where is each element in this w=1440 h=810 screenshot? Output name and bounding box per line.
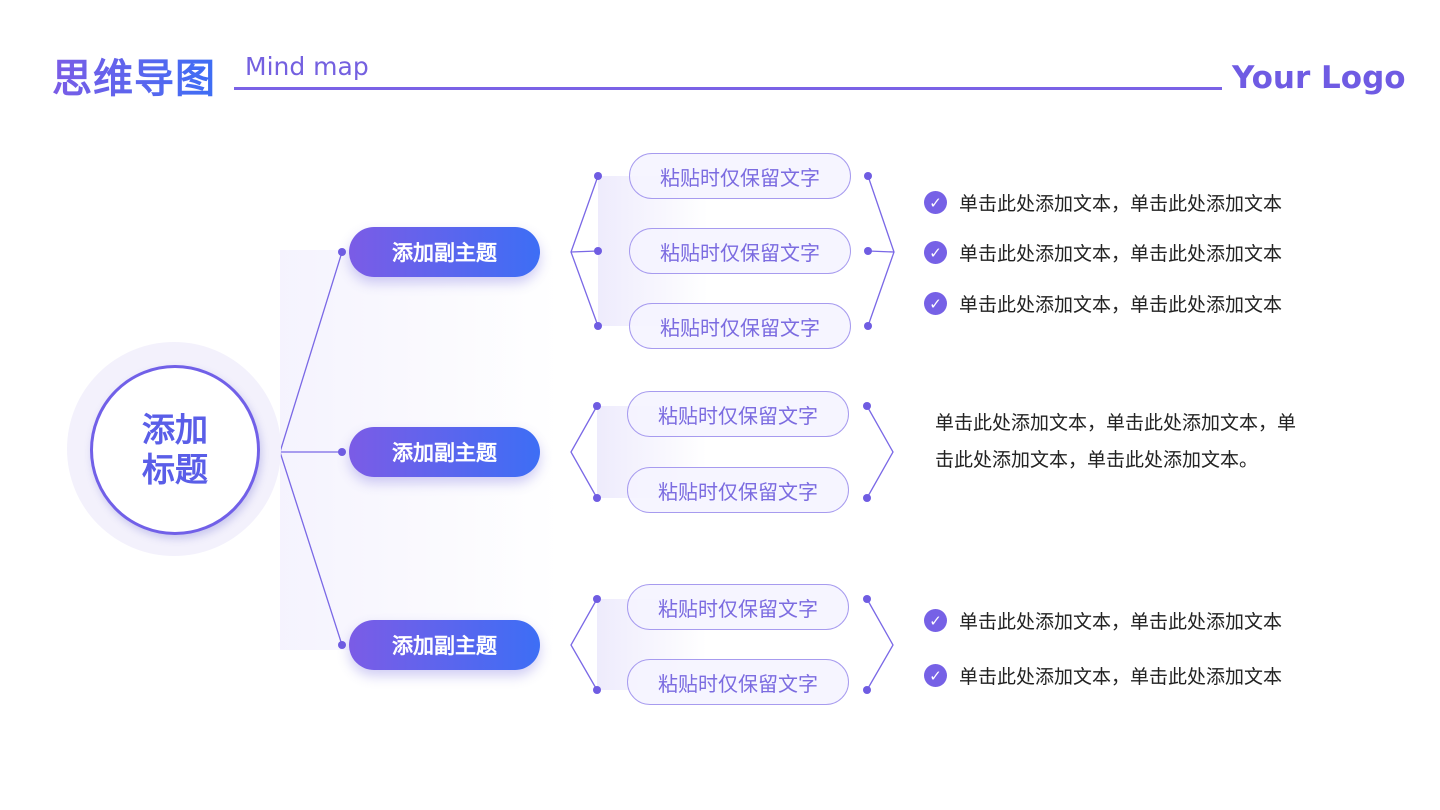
- branch-item[interactable]: 粘贴时仅保留文字: [629, 228, 851, 274]
- branch-item[interactable]: 粘贴时仅保留文字: [627, 467, 849, 513]
- subtopic-3[interactable]: 添加副主题: [349, 620, 540, 670]
- subtopic-1[interactable]: 添加副主题: [349, 227, 540, 277]
- center-node[interactable]: 添加标题: [90, 365, 260, 535]
- branch-item[interactable]: 粘贴时仅保留文字: [629, 303, 851, 349]
- detail-item: ✓单击此处添加文本，单击此处添加文本: [924, 607, 1282, 634]
- check-icon: ✓: [924, 292, 947, 315]
- check-icon: ✓: [924, 664, 947, 687]
- check-icon: ✓: [924, 609, 947, 632]
- detail-item: ✓单击此处添加文本，单击此处添加文本: [924, 189, 1282, 216]
- subtopic-2[interactable]: 添加副主题: [349, 427, 540, 477]
- header-divider: [234, 87, 1222, 90]
- page-title: 思维导图: [52, 46, 216, 104]
- branch-item[interactable]: 粘贴时仅保留文字: [627, 391, 849, 437]
- page-subtitle: Mind map: [245, 52, 369, 81]
- branch-item[interactable]: 粘贴时仅保留文字: [627, 584, 849, 630]
- branch-item[interactable]: 粘贴时仅保留文字: [627, 659, 849, 705]
- detail-item: ✓单击此处添加文本，单击此处添加文本: [924, 239, 1282, 266]
- detail-item: ✓单击此处添加文本，单击此处添加文本: [924, 662, 1282, 689]
- check-icon: ✓: [924, 241, 947, 264]
- detail-paragraph: 单击此处添加文本，单击此处添加文本，单击此处添加文本，单击此处添加文本。: [935, 412, 1297, 471]
- branch-item[interactable]: 粘贴时仅保留文字: [629, 153, 851, 199]
- center-title: 添加标题: [142, 410, 208, 489]
- logo: Your Logo: [1232, 60, 1406, 96]
- check-icon: ✓: [924, 191, 947, 214]
- detail-item: ✓单击此处添加文本，单击此处添加文本: [924, 290, 1282, 317]
